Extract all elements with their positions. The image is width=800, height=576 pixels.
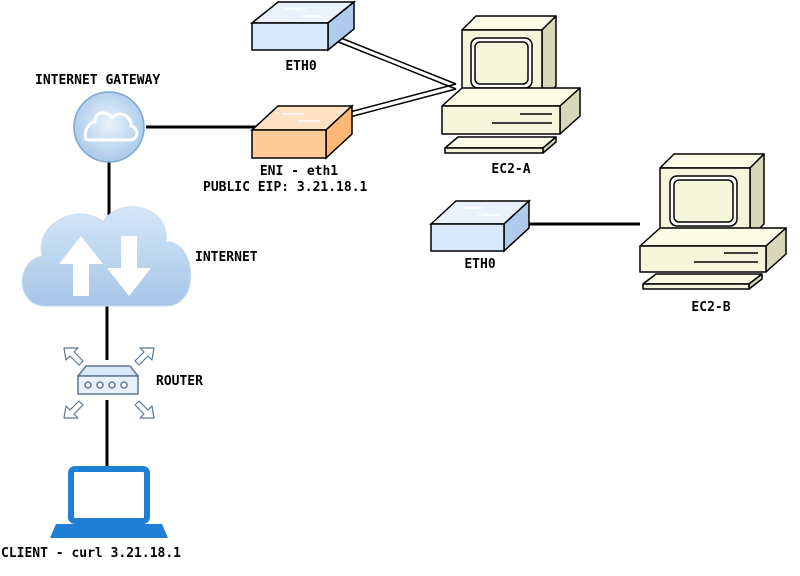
ec2a-links	[335, 35, 457, 119]
client-label: CLIENT - curl 3.21.18.1	[1, 546, 182, 561]
router-icon	[63, 347, 155, 419]
eth0-a-label: ETH0	[285, 59, 317, 74]
ec2-a-label: EC2-A	[491, 162, 531, 177]
upload-arrow-icon	[59, 236, 103, 296]
eth0-b-label: ETH0	[464, 257, 496, 272]
internet-gateway-label: INTERNET GATEWAY	[35, 73, 161, 88]
client-laptop-icon	[50, 466, 168, 538]
router-label: ROUTER	[156, 374, 203, 389]
eth0-switch-b	[429, 199, 531, 253]
eth0-to-ec2a-line-2	[335, 40, 457, 90]
eni-label: ENI - eth1	[259, 164, 339, 179]
public-eip-label: PUBLIC EIP: 3.21.18.1	[203, 180, 368, 195]
eni-switch	[250, 104, 354, 160]
ec2-b-label: EC2-B	[691, 300, 731, 315]
internet-label: INTERNET	[195, 250, 258, 265]
internet-gateway-icon	[73, 91, 145, 163]
eni-to-ec2a-line-1	[345, 83, 457, 114]
eth0-to-ec2a-line-1	[335, 35, 457, 85]
download-arrow-icon	[107, 236, 151, 296]
eth0-switch-a	[249, 0, 357, 52]
ec2-a-computer	[441, 15, 581, 154]
connectors	[105, 125, 640, 470]
ec2-b-computer	[639, 153, 787, 290]
internet-cloud-icon	[21, 206, 192, 307]
eni-to-ec2a-line-2	[345, 88, 457, 119]
